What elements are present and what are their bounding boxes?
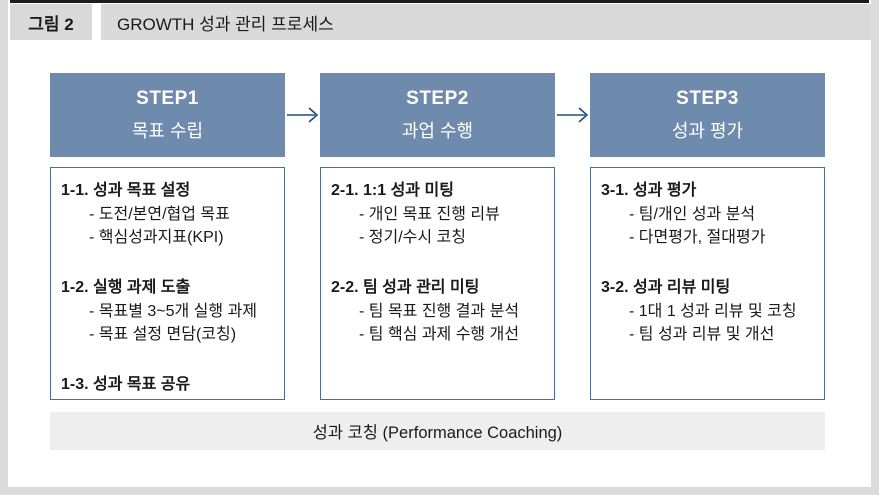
figure-label: 그림 2 bbox=[10, 4, 92, 40]
top-rule bbox=[10, 0, 869, 3]
coaching-bar: 성과 코칭 (Performance Coaching) bbox=[50, 412, 825, 450]
section-item: - 팀/개인 성과 분석 bbox=[629, 206, 756, 223]
step-number: STEP3 bbox=[676, 87, 739, 109]
step-header: STEP2 과업 수행 bbox=[320, 73, 555, 157]
section-heading: 3-1. 성과 평가 bbox=[601, 182, 697, 199]
section-item: - 목표 설정 면담(코칭) bbox=[89, 326, 237, 343]
process-diagram: STEP1 목표 수립 1-1. 성과 목표 설정 - 도전/본연/협업 목표 - … bbox=[8, 40, 871, 400]
step-section: 3-2. 성과 리뷰 미팅 - 1대 1 성과 리뷰 및 코칭 - 팀 성과 리뷰 … bbox=[601, 276, 818, 346]
coaching-label: 성과 코칭 (Performance Coaching) bbox=[312, 424, 563, 442]
step-body: 3-1. 성과 평가 - 팀/개인 성과 분석 - 다면평가, 절대평가 3-2. 성… bbox=[590, 167, 825, 400]
section-item: - 핵심성과지표(KPI) bbox=[89, 229, 224, 246]
section-item: - 정기/수시 코칭 bbox=[359, 229, 466, 246]
section-item: - 다면평가, 절대평가 bbox=[629, 229, 766, 246]
step-column: STEP2 과업 수행 2-1. 1:1 성과 미팅 - 개인 목표 진행 리뷰 -… bbox=[320, 73, 555, 400]
section-heading: 3-2. 성과 리뷰 미팅 bbox=[601, 279, 731, 296]
section-item: - 팀 목표 진행 결과 분석 bbox=[359, 303, 520, 320]
section-heading: 1-1. 성과 목표 설정 bbox=[61, 182, 191, 199]
step-title: 목표 수립 bbox=[131, 120, 204, 141]
section-item: - 도전/본연/협업 목표 bbox=[89, 206, 230, 223]
section-item: - 1대 1 성과 리뷰 및 코칭 bbox=[629, 303, 797, 320]
step-section: 3-1. 성과 평가 - 팀/개인 성과 분석 - 다면평가, 절대평가 bbox=[601, 179, 818, 249]
step-section: 1-2. 실행 과제 도출 - 목표별 3~5개 실행 과제 - 목표 설정 면담(… bbox=[61, 276, 278, 346]
figure-header: 그림 2 GROWTH 성과 관리 프로세스 bbox=[10, 4, 871, 40]
section-heading: 1-2. 실행 과제 도출 bbox=[61, 279, 191, 296]
step-title: 성과 평가 bbox=[671, 120, 744, 141]
step-section: 1-1. 성과 목표 설정 - 도전/본연/협업 목표 - 핵심성과지표(KPI) bbox=[61, 179, 278, 249]
section-item: - 개인 목표 진행 리뷰 bbox=[359, 206, 500, 223]
step-section: 1-3. 성과 목표 공유 bbox=[61, 373, 278, 397]
section-item: - 팀 성과 리뷰 및 개선 bbox=[629, 326, 775, 343]
arrow-right-icon bbox=[285, 73, 320, 157]
step-number: STEP1 bbox=[136, 87, 199, 109]
step-title: 과업 수행 bbox=[401, 120, 474, 141]
step-header: STEP3 성과 평가 bbox=[590, 73, 825, 157]
step-section: 2-2. 팀 성과 관리 미팅 - 팀 목표 진행 결과 분석 - 팀 핵심 과제 … bbox=[331, 276, 548, 346]
step-section: 2-1. 1:1 성과 미팅 - 개인 목표 진행 리뷰 - 정기/수시 코칭 bbox=[331, 179, 548, 249]
figure-title: GROWTH 성과 관리 프로세스 bbox=[101, 4, 871, 40]
section-heading: 1-3. 성과 목표 공유 bbox=[61, 376, 191, 393]
arrow-right-icon bbox=[555, 73, 590, 157]
section-item: - 목표별 3~5개 실행 과제 bbox=[89, 303, 258, 320]
section-heading: 2-1. 1:1 성과 미팅 bbox=[331, 182, 454, 199]
step-column: STEP3 성과 평가 3-1. 성과 평가 - 팀/개인 성과 분석 - 다면평가… bbox=[590, 73, 825, 400]
step-header: STEP1 목표 수립 bbox=[50, 73, 285, 157]
step-number: STEP2 bbox=[406, 87, 469, 109]
steps-row: STEP1 목표 수립 1-1. 성과 목표 설정 - 도전/본연/협업 목표 - … bbox=[50, 73, 825, 400]
section-heading: 2-2. 팀 성과 관리 미팅 bbox=[331, 279, 480, 296]
step-body: 1-1. 성과 목표 설정- 도전/본연/협업 목표- 핵심성과지표(KPI)1… bbox=[50, 167, 285, 400]
step-body: 2-1. 1:1 성과 미팅 - 개인 목표 진행 리뷰 - 정기/수시 코칭 2-2… bbox=[320, 167, 555, 400]
step-column: STEP1 목표 수립 1-1. 성과 목표 설정 - 도전/본연/협업 목표 - … bbox=[50, 73, 285, 400]
section-item: - 팀 핵심 과제 수행 개선 bbox=[359, 326, 520, 343]
